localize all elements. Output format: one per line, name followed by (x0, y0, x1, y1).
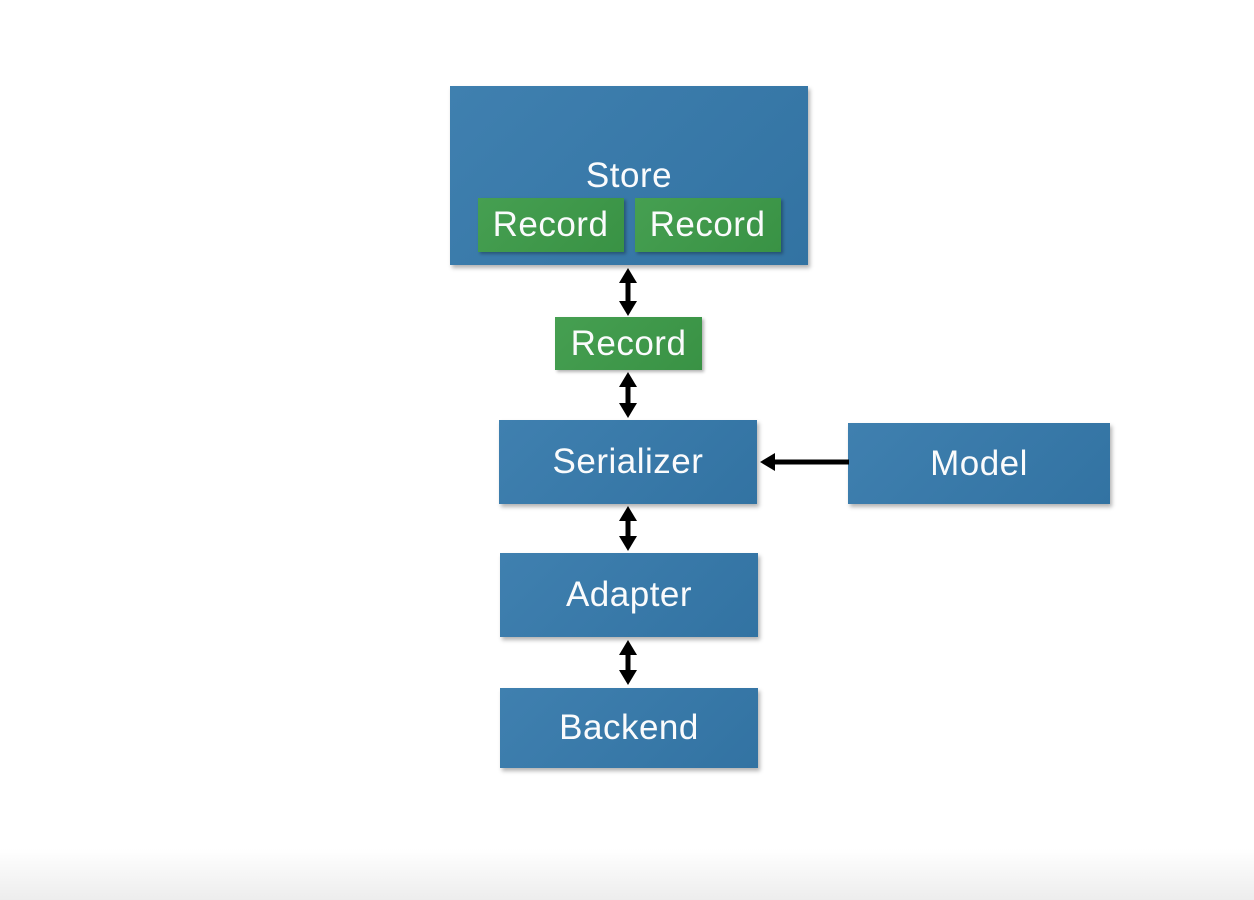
node-model-label: Model (930, 443, 1028, 483)
node-store-record-2: Record (634, 198, 781, 252)
node-serializer: Serializer (499, 420, 757, 504)
node-record-label: Record (570, 323, 687, 363)
node-backend-label: Backend (559, 708, 699, 747)
arrow-model-serializer (760, 453, 849, 471)
arrow-store-record (619, 268, 637, 316)
node-backend: Backend (500, 688, 758, 768)
node-record: Record (555, 317, 702, 370)
store-records-row: Record Record (477, 198, 781, 252)
arrow-record-serializer (619, 372, 637, 418)
arrow-serializer-adapter (619, 506, 637, 551)
node-adapter: Adapter (500, 553, 758, 637)
node-store: Store Record Record (450, 86, 808, 265)
node-model: Model (848, 423, 1110, 504)
node-store-record-2-label: Record (649, 205, 766, 244)
arrow-adapter-backend (619, 640, 637, 685)
node-store-record-1: Record (477, 198, 624, 252)
node-adapter-label: Adapter (565, 575, 693, 614)
node-serializer-label: Serializer (552, 442, 704, 481)
node-store-label: Store (585, 156, 673, 195)
bottom-fade (0, 848, 1254, 900)
node-store-record-1-label: Record (492, 205, 609, 244)
